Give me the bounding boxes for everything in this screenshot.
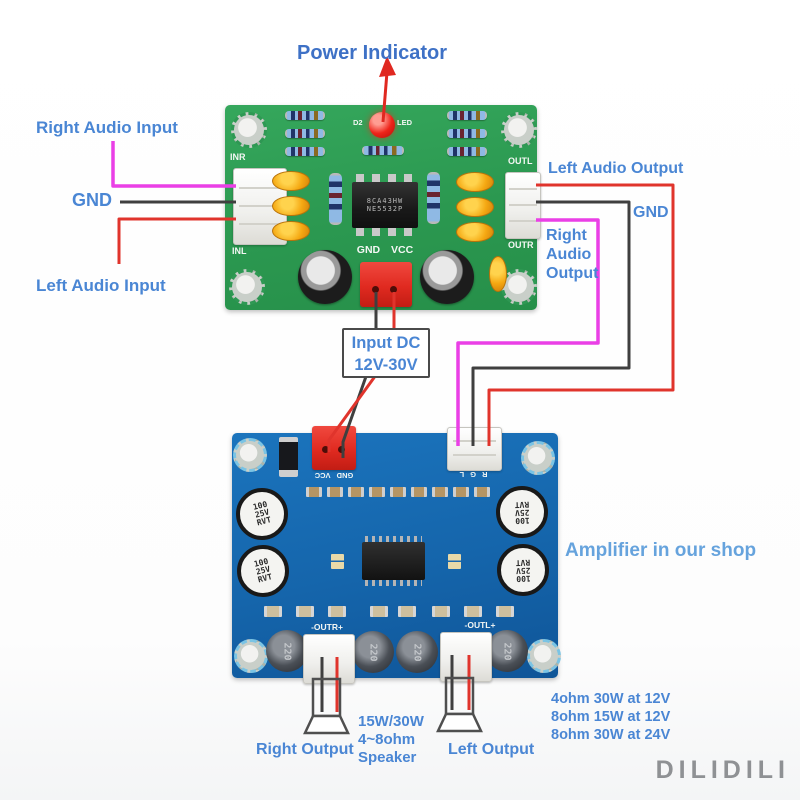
smd-component [331, 554, 344, 569]
capacitor-220uF: 220 [266, 630, 308, 672]
capacitor-220uF: 220 [396, 631, 438, 673]
right-output-label: Right Output [256, 741, 354, 758]
power-indicator-arrow [381, 71, 389, 123]
capacitor-yellow [272, 196, 310, 216]
wire-right-audio-input [111, 141, 236, 188]
capacitor-yellow [272, 221, 310, 241]
wire-gnd-output [471, 200, 631, 446]
left-audio-input-label: Left Audio Input [36, 276, 166, 295]
capacitor-yellow [456, 197, 494, 217]
smd-component [369, 487, 385, 497]
right-audio-input-label: Right Audio Input [36, 118, 178, 137]
mounting-hole-icon [527, 639, 561, 673]
power-spec-label: 4ohm 30W at 12V 8ohm 15W at 12V 8ohm 30W… [551, 691, 671, 743]
capacitor-yellow [272, 171, 310, 191]
amplifier-note-label: Amplifier in our shop [565, 540, 757, 561]
smd-component [448, 554, 461, 569]
smd-component [348, 487, 364, 497]
gnd-vcc-silk: GND VCC [356, 244, 414, 256]
resistor [447, 129, 487, 138]
resistor [285, 111, 325, 120]
smd-component [370, 606, 388, 617]
left-audio-output-label: Left Audio Output [548, 160, 684, 177]
smd-component [432, 606, 450, 617]
capacitor-yellow [489, 256, 507, 292]
outr-plus-silk: -OUTR+ [311, 622, 343, 632]
wire-right-audio-output [456, 218, 600, 446]
smd-component [398, 606, 416, 617]
led-name-silk: LED [397, 118, 412, 127]
mounting-hole-icon [233, 438, 267, 472]
right-audio-output-label: Right Audio Output [546, 227, 599, 282]
amplifier-ic [362, 536, 425, 586]
right-speaker-icon [303, 677, 350, 735]
smd-component [453, 487, 469, 497]
smd-component [327, 487, 343, 497]
smd-component [496, 606, 514, 617]
input-dc-callout: Input DC 12V-30V [342, 328, 430, 378]
capacitor-yellow [456, 222, 494, 242]
led-ref-silk: D2 [353, 118, 363, 127]
preamp-board: D2 LED INR INL OUTL OUTR 8CA43HW NE5532P… [225, 105, 541, 310]
outl-plus-silk: -OUTL+ [464, 620, 496, 630]
speaker-spec-label: 15W/30W 4~8ohm Speaker [358, 713, 424, 766]
smd-component [306, 487, 322, 497]
capacitor-220uF: 220 [486, 630, 528, 672]
smd-component [474, 487, 490, 497]
ic-marking: 8CA43HW [366, 197, 404, 205]
ic-marking: NE5532P [366, 205, 404, 213]
capacitor-electrolytic [298, 250, 352, 304]
left-speaker-icon [436, 676, 483, 733]
capacitor-yellow [456, 172, 494, 192]
resistor [329, 173, 342, 225]
smd-component [264, 606, 282, 617]
mounting-hole-icon [229, 269, 265, 305]
gnd-right-label: GND [633, 204, 669, 221]
power-indicator-label: Power Indicator [297, 42, 448, 64]
outl-silk: OUTL [508, 156, 533, 166]
wire-dc-gnd [341, 292, 378, 458]
inl-silk: INL [232, 246, 247, 256]
audio-output-connector [505, 172, 541, 239]
resistor [447, 111, 487, 120]
resistor [285, 147, 325, 156]
dc-input-connector [360, 262, 412, 307]
arrow-head-icon [379, 56, 396, 77]
left-output-label: Left Output [448, 741, 535, 758]
capacitor-220uF: 220 [352, 631, 394, 673]
mounting-hole-icon [521, 441, 555, 475]
wire-left-audio-input [117, 217, 236, 264]
diode [279, 437, 298, 477]
outr-silk: OUTR [508, 240, 534, 250]
left-speaker-connector [440, 632, 492, 682]
smd-component [296, 606, 314, 617]
resistor [285, 129, 325, 138]
resistor [427, 172, 440, 224]
capacitor-electrolytic [420, 250, 474, 304]
smd-component [464, 606, 482, 617]
watermark: DILIDILI [655, 756, 790, 784]
resistor [362, 146, 404, 155]
smd-component [328, 606, 346, 617]
mounting-hole-icon [501, 112, 537, 148]
wire-dc-vcc [327, 292, 396, 452]
resistor [447, 147, 487, 156]
smd-component [411, 487, 427, 497]
inr-silk: INR [230, 152, 246, 162]
smd-component [390, 487, 406, 497]
smd-component [432, 487, 448, 497]
opamp-ic: 8CA43HW NE5532P [352, 174, 418, 236]
wire-left-audio-output [487, 183, 675, 446]
mounting-hole-icon [231, 112, 267, 148]
gnd-left-label: GND [72, 190, 112, 210]
right-speaker-connector [303, 634, 355, 684]
